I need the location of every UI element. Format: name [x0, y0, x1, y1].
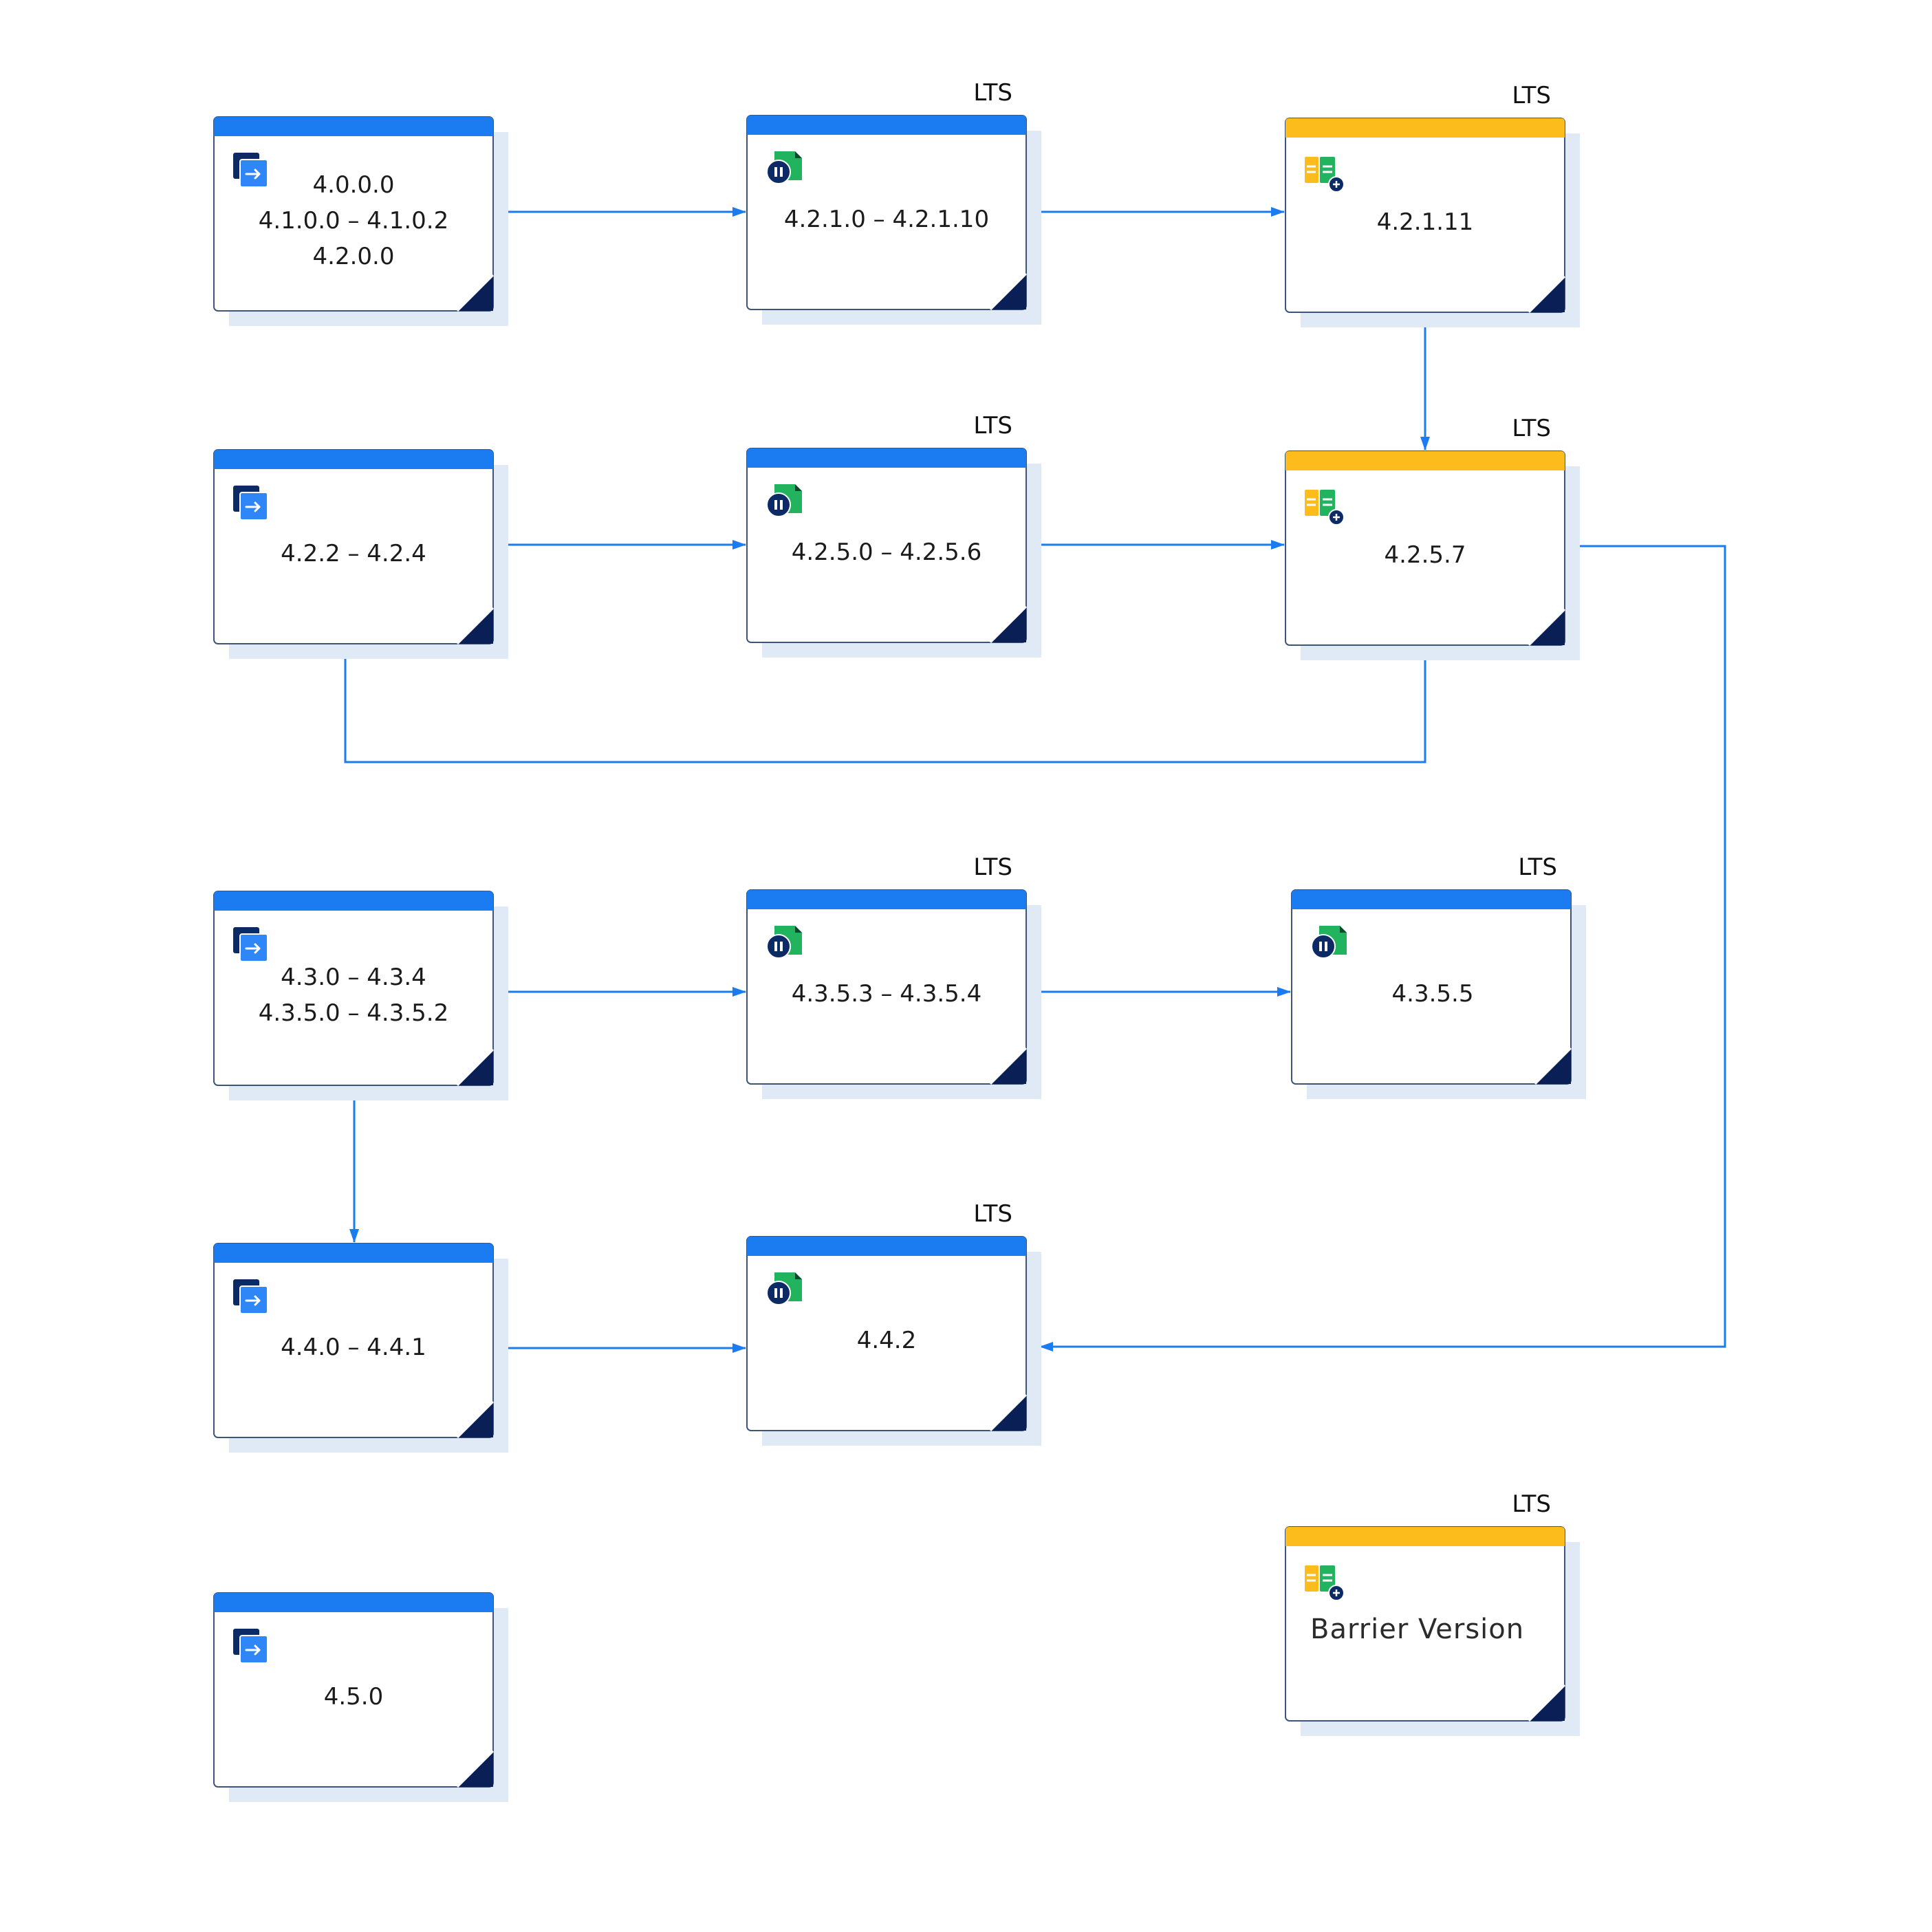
- edge-n6-to-n11: [1039, 545, 1726, 1352]
- folded-corner-edge: [456, 607, 495, 645]
- version-label: 4.2.0.0: [313, 243, 395, 270]
- version-label: 4.2.5.7: [1385, 541, 1466, 569]
- edges-layer: [344, 207, 1726, 1353]
- card-header-bar: [1285, 451, 1565, 470]
- version-label: 4.4.0 – 4.4.1: [281, 1334, 426, 1361]
- migrate-icon: [233, 1279, 268, 1314]
- migrate-icon: [233, 153, 268, 188]
- version-card: 4.3.0 – 4.3.4 4.3.5.0 – 4.3.5.2: [213, 891, 508, 1100]
- version-card: LTS 4.3.5.3 – 4.3.5.4: [746, 854, 1041, 1099]
- version-label: 4.3.5.3 – 4.3.5.4: [792, 980, 982, 1008]
- version-card: LTS 4.2.5.7: [1285, 415, 1580, 660]
- version-label: 4.2.5.0 – 4.2.5.6: [792, 539, 982, 566]
- lts-label: LTS: [973, 412, 1012, 439]
- version-card: 4.4.0 – 4.4.1: [213, 1243, 508, 1453]
- nodes-layer: 4.0.0.04.1.0.0 – 4.1.0.24.2.0.0LTS4.2.1.…: [213, 79, 1586, 1802]
- card-header-bar: [747, 1237, 1026, 1256]
- lts-label: LTS: [1512, 415, 1551, 442]
- card-header-bar: [1285, 1527, 1565, 1546]
- barrier-icon: [1305, 157, 1345, 193]
- folded-corner-edge: [1528, 608, 1566, 647]
- version-card: LTS 4.2.5.0 – 4.2.5.6: [746, 412, 1041, 658]
- lts-label: LTS: [973, 854, 1012, 881]
- version-label: 4.0.0.0: [313, 171, 395, 199]
- folded-corner-edge: [456, 1400, 495, 1439]
- version-card: LTS 4.2.1.0 – 4.2.1.10: [746, 79, 1041, 325]
- version-label: 4.3.0 – 4.3.4: [281, 964, 426, 991]
- version-card: 4.5.0: [213, 1592, 508, 1802]
- lts-label: LTS: [973, 1200, 1012, 1228]
- legend-card: LTS Barrier Version: [1285, 1490, 1580, 1736]
- version-label: 4.5.0: [324, 1683, 384, 1711]
- version-card: LTS 4.2.1.11: [1285, 82, 1580, 327]
- card-header-bar: [214, 117, 493, 136]
- version-card: 4.0.0.0 4.1.0.0 – 4.1.0.2 4.2.0.0: [213, 116, 508, 326]
- card-header-bar: [747, 890, 1026, 909]
- card-header-bar: [1285, 118, 1565, 138]
- version-label: 4.3.5.0 – 4.3.5.2: [259, 999, 449, 1027]
- lts-pause-icon: [766, 484, 802, 517]
- lts-pause-icon: [1311, 926, 1347, 959]
- version-label: 4.2.1.11: [1377, 208, 1474, 236]
- version-label: 4.2.2 – 4.2.4: [281, 540, 426, 567]
- card-header-bar: [214, 1244, 493, 1263]
- folded-corner-edge: [456, 1048, 495, 1087]
- lts-label: LTS: [973, 79, 1012, 107]
- card-header-bar: [1292, 890, 1571, 909]
- barrier-icon: [1305, 490, 1345, 525]
- folded-corner-edge: [1534, 1047, 1572, 1085]
- card-header-bar: [214, 1593, 493, 1612]
- migrate-icon: [233, 1629, 268, 1664]
- folded-corner-edge: [989, 1047, 1028, 1085]
- folded-corner-edge: [989, 272, 1028, 311]
- migrate-icon: [233, 486, 268, 521]
- card-header-bar: [214, 450, 493, 469]
- version-label: 4.1.0.0 – 4.1.0.2: [259, 207, 449, 235]
- card-header-bar: [214, 891, 493, 911]
- version-card: 4.2.2 – 4.2.4: [213, 449, 508, 659]
- version-label: 4.3.5.5: [1392, 980, 1474, 1008]
- lts-label: LTS: [1518, 854, 1557, 881]
- card-header-bar: [747, 448, 1026, 468]
- version-card: LTS 4.4.2: [746, 1200, 1041, 1446]
- legend-label: Barrier Version: [1310, 1614, 1524, 1645]
- version-card: LTS 4.3.5.5: [1291, 854, 1586, 1099]
- folded-corner-edge: [989, 1393, 1028, 1432]
- lts-pause-icon: [766, 926, 802, 959]
- card-header-bar: [747, 116, 1026, 135]
- lts-label: LTS: [1512, 1490, 1551, 1518]
- migrate-icon: [233, 927, 268, 962]
- folded-corner-edge: [1528, 275, 1566, 314]
- folded-corner-edge: [989, 605, 1028, 644]
- barrier-icon: [1305, 1565, 1345, 1601]
- edge-n4-to-n6: [344, 644, 1430, 763]
- lts-pause-icon: [766, 1272, 802, 1305]
- folded-corner-edge: [456, 274, 495, 312]
- folded-corner-edge: [1528, 1684, 1566, 1722]
- lts-label: LTS: [1512, 82, 1551, 109]
- folded-corner-edge: [456, 1750, 495, 1788]
- version-label: 4.2.1.0 – 4.2.1.10: [784, 206, 989, 233]
- version-label: 4.4.2: [857, 1327, 917, 1354]
- lts-pause-icon: [766, 151, 802, 184]
